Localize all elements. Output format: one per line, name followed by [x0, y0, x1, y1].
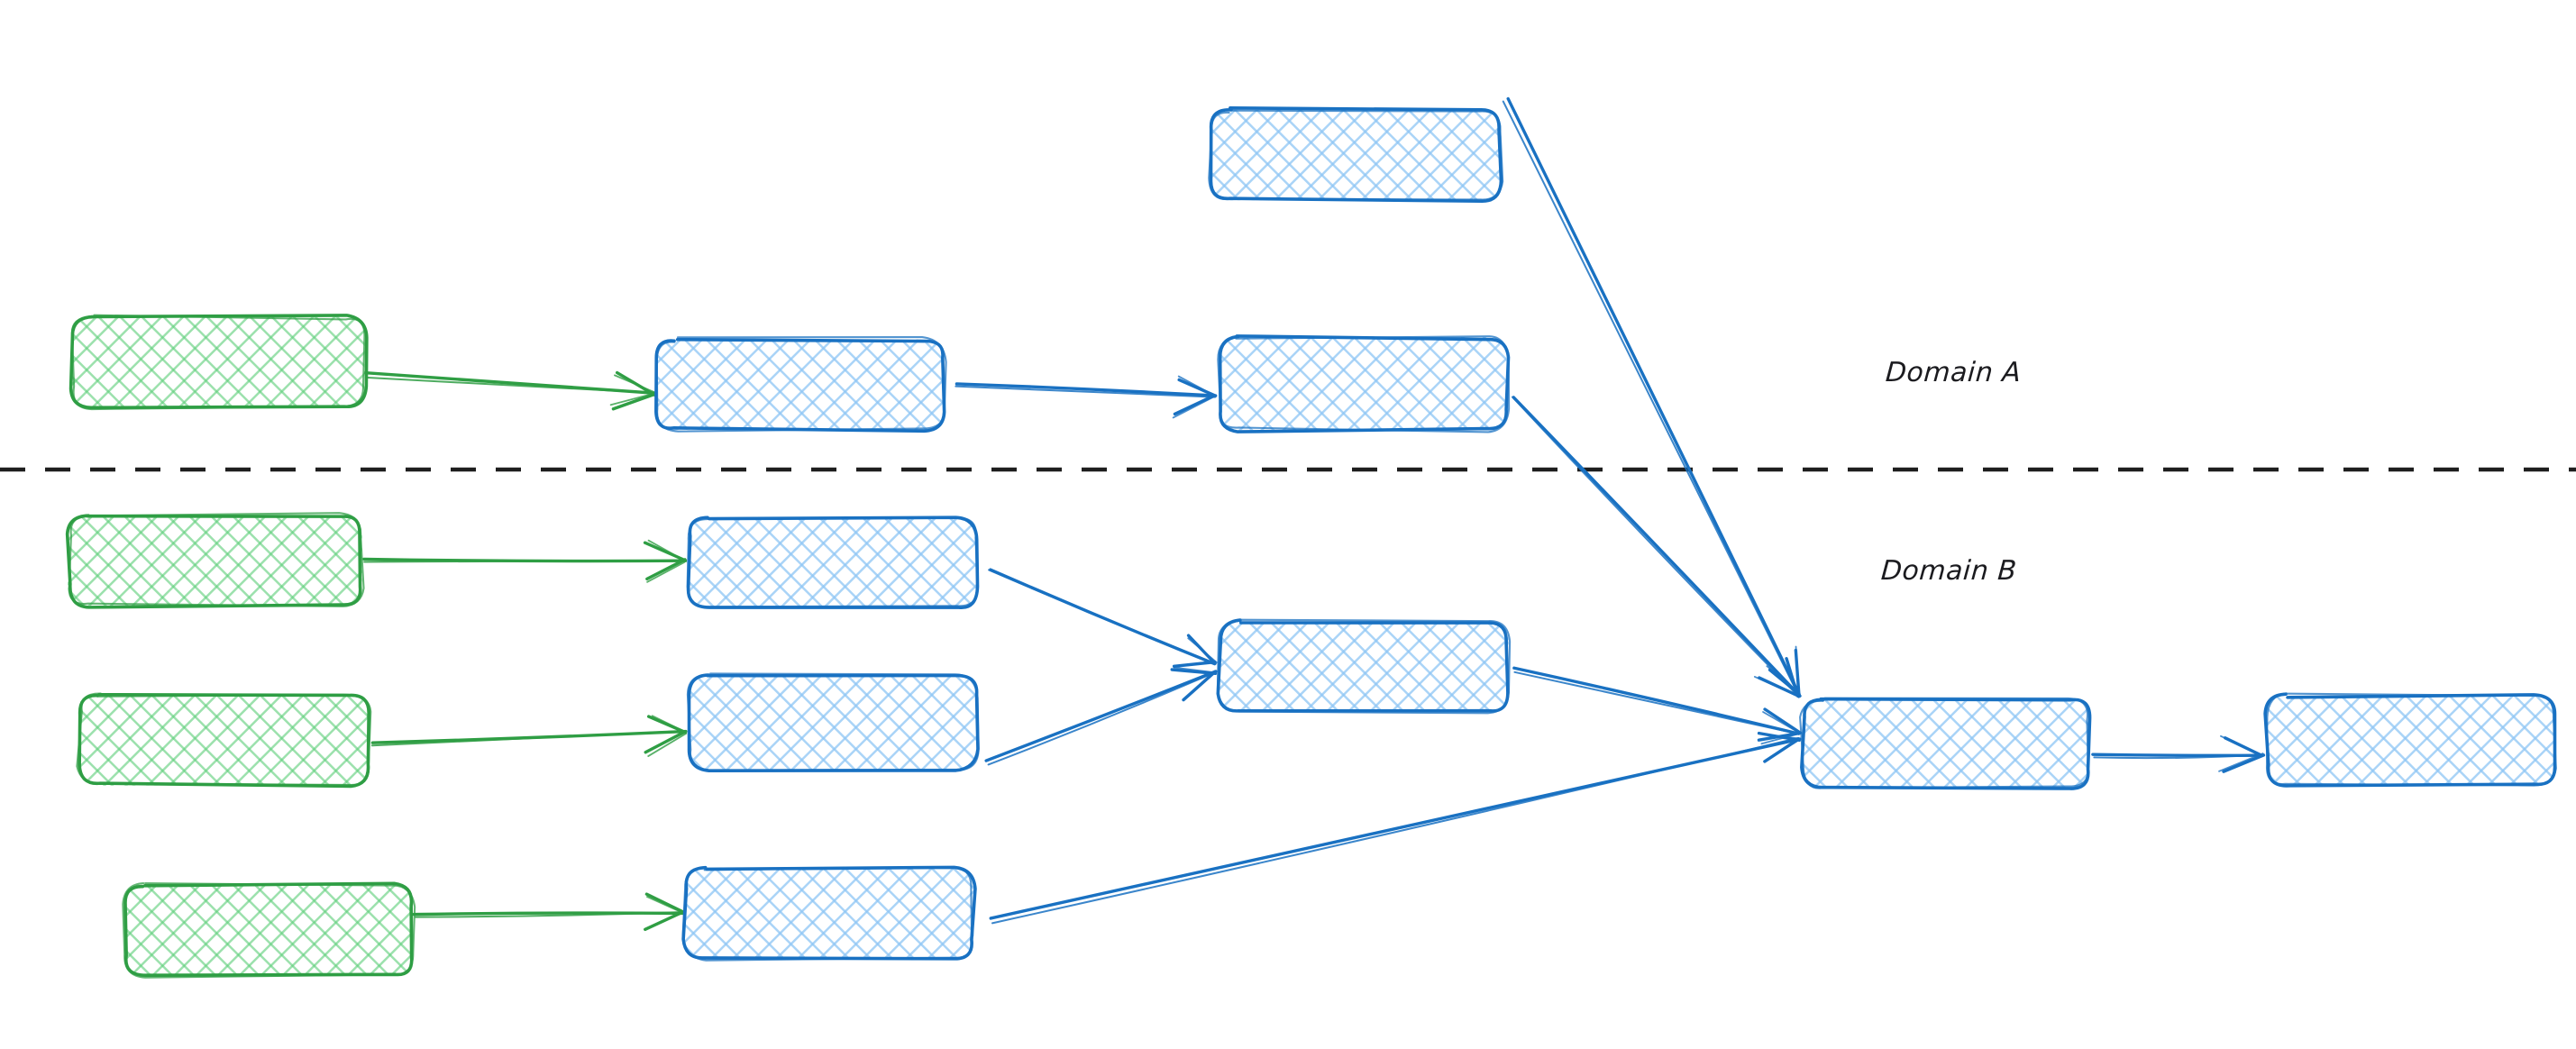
edge-g3-to-b4	[370, 715, 688, 757]
node-b0[interactable]	[1208, 106, 1504, 204]
edge-g2-to-b3	[362, 539, 688, 583]
edge-b7-to-b8	[2091, 734, 2266, 773]
edge-b4-to-b6	[984, 666, 1218, 766]
node-b2[interactable]	[1217, 334, 1511, 433]
edge-g1-to-b1	[362, 370, 656, 411]
node-g2[interactable]	[65, 512, 365, 609]
node-b5[interactable]	[681, 865, 977, 962]
edge-b1-to-b2	[955, 375, 1218, 419]
edge-g4-to-b5	[412, 892, 686, 931]
edge-b3-to-b6	[988, 568, 1218, 668]
node-b4[interactable]	[686, 672, 980, 772]
node-b7[interactable]	[1799, 697, 2092, 790]
label-domain-b: Domain B	[1879, 555, 2018, 587]
node-g4[interactable]	[122, 881, 416, 979]
node-b1[interactable]	[654, 336, 947, 433]
edge-b6-to-b7	[1512, 666, 1803, 745]
node-b3[interactable]	[686, 515, 980, 609]
edge-b2-to-b7	[1512, 396, 1802, 698]
edge-b0-to-b7	[1502, 96, 1801, 697]
node-g1[interactable]	[69, 314, 369, 411]
edge-layer	[362, 96, 2266, 931]
label-domain-a: Domain A	[1884, 357, 2023, 388]
node-b8[interactable]	[2263, 692, 2557, 788]
edge-b5-to-b7	[989, 731, 1802, 925]
node-b6[interactable]	[1216, 618, 1512, 715]
node-layer	[65, 106, 2557, 979]
node-g3[interactable]	[76, 692, 372, 789]
